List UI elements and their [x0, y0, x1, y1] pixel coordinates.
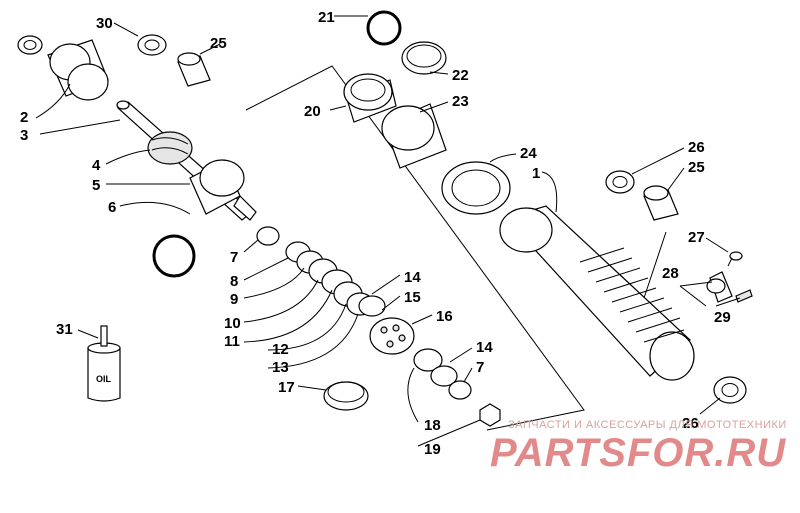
- callout-10: 10: [224, 315, 241, 332]
- part-27-screw: [727, 251, 743, 267]
- callout-26-bottom: 26: [682, 415, 699, 432]
- part-26-bushing-top: [605, 170, 635, 194]
- callout-6: 6: [108, 199, 116, 216]
- callout-14-lower: 14: [476, 339, 493, 356]
- callout-25-left: 25: [210, 35, 227, 52]
- callout-31: 31: [56, 321, 73, 338]
- part-14b-washer: [430, 365, 458, 387]
- callout-24: 24: [520, 145, 537, 162]
- callout-25-right: 25: [688, 159, 705, 176]
- part-4-bump-stop: [147, 131, 193, 165]
- part-25-spacer: [177, 52, 211, 87]
- callout-8: 8: [230, 273, 238, 290]
- leader-lines: [35, 15, 741, 447]
- part-25-spacer-right: [643, 185, 679, 221]
- callout-28: 28: [662, 265, 679, 282]
- assembly-bracket-line: [245, 65, 585, 431]
- part-18-washer: [413, 348, 443, 372]
- part-1-shock-body: [499, 205, 695, 381]
- callout-23: 23: [452, 93, 469, 110]
- part-2-eyelet-bearing: [47, 39, 109, 101]
- part-6-o-ring: [152, 234, 196, 278]
- callout-19: 19: [424, 441, 441, 458]
- part-31-oil-bottle: OIL: [87, 325, 121, 402]
- callout-9: 9: [230, 291, 238, 308]
- part-28-valve: [706, 271, 733, 303]
- part-22-ring: [401, 41, 447, 75]
- callout-1: 1: [532, 165, 540, 182]
- callout-29: 29: [714, 309, 731, 326]
- callout-2: 2: [20, 109, 28, 126]
- part-8-to-11-shims: [285, 241, 353, 295]
- callout-7: 7: [230, 249, 238, 266]
- callout-3: 3: [20, 127, 28, 144]
- part-21-o-ring: [366, 10, 402, 46]
- part-16-piston: [369, 317, 415, 355]
- callout-30: 30: [96, 15, 113, 32]
- callout-4: 4: [92, 157, 101, 174]
- watermark: ЗАПЧАСТИ И АКСЕССУАРЫ ДЛЯ МОТОТЕХНИКИ PA…: [490, 419, 787, 475]
- watermark-tagline: ЗАПЧАСТИ И АКСЕССУАРЫ ДЛЯ МОТОТЕХНИКИ: [508, 419, 787, 431]
- callout-7-lower: 7: [476, 359, 484, 376]
- callout-21: 21: [318, 9, 335, 26]
- callout-20: 20: [304, 103, 321, 120]
- part-5-lower-eyelet: [189, 159, 257, 221]
- callout-labels: 30 2 3 4 5 6 25 7 8 9 10 11 12 13 14 15 …: [20, 9, 731, 458]
- part-14-washer: [358, 295, 386, 317]
- part-30-bushing: [17, 35, 43, 55]
- callout-12: 12: [272, 341, 289, 358]
- callout-5: 5: [92, 177, 100, 194]
- part-17-piston-ring: [323, 381, 369, 411]
- part-24-collar: [441, 161, 511, 215]
- callout-27: 27: [688, 229, 705, 246]
- part-19-nut: [479, 403, 501, 427]
- oil-label: OIL: [96, 374, 112, 384]
- watermark-brand: PARTSFOR.RU: [490, 431, 786, 475]
- callout-13: 13: [272, 359, 289, 376]
- callout-14-upper: 14: [404, 269, 421, 286]
- callout-17: 17: [278, 379, 295, 396]
- part-7b-washer: [448, 380, 472, 400]
- part-26-bushing-bottom: [713, 376, 747, 404]
- callout-11: 11: [224, 333, 240, 350]
- part-23-bearing-housing: [381, 103, 447, 169]
- part-29-pin: [735, 289, 753, 303]
- part-20-cap: [343, 73, 397, 123]
- callout-18: 18: [424, 417, 441, 434]
- callout-16: 16: [436, 308, 453, 325]
- part-7-washer: [256, 226, 280, 246]
- callout-15: 15: [404, 289, 421, 306]
- callout-22: 22: [452, 67, 469, 84]
- part-30-bushing-right: [137, 34, 167, 56]
- callout-26-top: 26: [688, 139, 705, 156]
